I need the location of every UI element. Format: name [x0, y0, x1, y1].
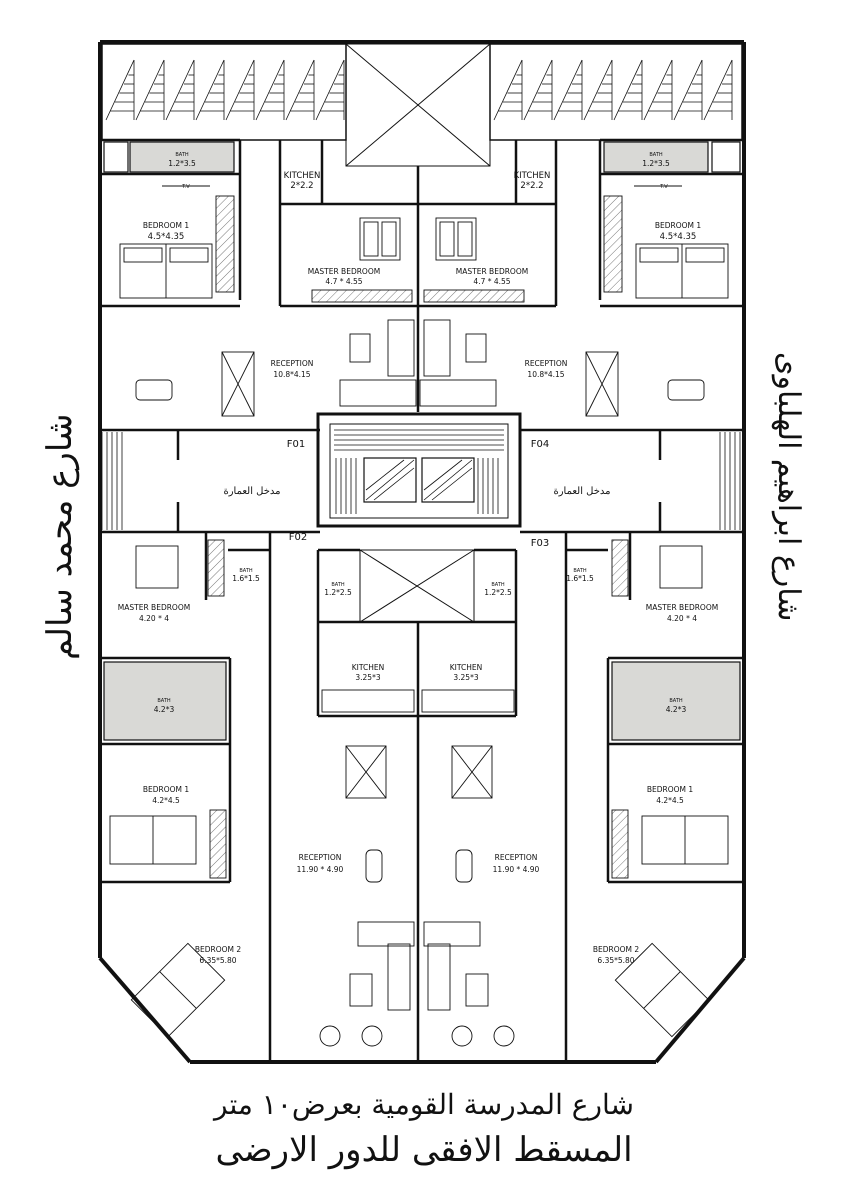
br-bath-large-size: 4.2*3: [666, 705, 687, 714]
bottom-light-well: [359, 549, 475, 623]
br-kitchen-name: KITCHEN: [450, 663, 483, 672]
tr-bath-name: BATH: [649, 152, 663, 158]
br-bath-small-size: 1.6*1.5: [566, 574, 594, 583]
tr-bedroom1-name: BEDROOM 1: [655, 221, 702, 230]
tl-bath-size: 1.2*3.5: [168, 159, 196, 168]
tl-bedroom1-size: 4.5*4.35: [148, 232, 185, 242]
entrance-left-label: مدخل العمارة: [223, 486, 280, 497]
bl-bath-small-size: 1.6*1.5: [232, 574, 260, 583]
lobby-walls: [100, 430, 744, 534]
bl-master-name: MASTER BEDROOM: [118, 603, 190, 612]
tr-bedroom1-size: 4.5*4.35: [660, 232, 697, 242]
tr-master-size: 4.7 * 4.55: [473, 277, 510, 286]
door-f04: F04: [531, 439, 549, 450]
br-bath-k-size: 1.2*2.5: [484, 588, 512, 597]
stair-core: [316, 412, 522, 528]
br-reception-name: RECEPTION: [495, 853, 538, 862]
bl-bedroom1-size: 4.2*4.5: [152, 796, 180, 805]
tr-kitchen-name: KITCHEN: [514, 171, 551, 181]
bl-bedroom1-name: BEDROOM 1: [143, 785, 190, 794]
bl-bedroom2-name: BEDROOM 2: [195, 945, 242, 954]
br-bedroom2-name: BEDROOM 2: [593, 945, 640, 954]
tl-bedroom1-name: BEDROOM 1: [143, 221, 190, 230]
br-bath-k-name: BATH: [491, 582, 505, 588]
tr-bath-size: 1.2*3.5: [642, 159, 670, 168]
bl-reception-name: RECEPTION: [299, 853, 342, 862]
entrance-steps-right: [719, 432, 741, 530]
br-reception-size: 11.90 * 4.90: [493, 865, 540, 874]
br-bath-large-name: BATH: [669, 698, 683, 704]
br-master-name: MASTER BEDROOM: [646, 603, 718, 612]
entrance-right-label: مدخل العمارة: [553, 486, 610, 497]
door-tags: F01 F04 F02 F03: [287, 439, 549, 549]
bl-bath-large-size: 4.2*3: [154, 705, 175, 714]
furniture: [109, 185, 729, 1047]
bl-master-size: 4.20 * 4: [139, 614, 169, 623]
br-bedroom2-size: 6.35*5.80: [597, 956, 634, 965]
br-kitchen-size: 3.25*3: [453, 673, 478, 682]
top-balcony-left: [101, 43, 347, 141]
bath-fills: [103, 141, 741, 741]
interior-walls-top: [100, 138, 744, 432]
street-caption-bottom: شارع المدرسة القومية بعرض١٠ متر: [214, 1088, 634, 1121]
tl-reception-name: RECEPTION: [271, 359, 314, 368]
tr-reception-name: RECEPTION: [525, 359, 568, 368]
plan-title: المسقط الافقى للدور الارضى: [215, 1130, 633, 1170]
bl-kitchen-size: 3.25*3: [355, 673, 380, 682]
room-labels: BATH 1.2*3.5 KITCHEN 2*2.2 BEDROOM 1 4.5…: [118, 152, 718, 965]
door-f03: F03: [531, 538, 549, 549]
br-bath-small-name: BATH: [573, 568, 587, 574]
interior-walls-bottom: [100, 532, 744, 1062]
street-label-right: شارع ابراهيم الهلباوى: [771, 352, 806, 622]
entrance-steps-left: [101, 432, 123, 530]
tl-kitchen-size: 2*2.2: [290, 181, 313, 191]
outer-walls: [98, 40, 746, 1064]
tl-reception-size: 10.8*4.15: [273, 370, 310, 379]
top-balcony-right: [489, 43, 743, 141]
door-f01: F01: [287, 439, 305, 450]
tr-reception-size: 10.8*4.15: [527, 370, 564, 379]
br-master-size: 4.20 * 4: [667, 614, 697, 623]
br-bedroom1-size: 4.2*4.5: [656, 796, 684, 805]
door-f02: F02: [289, 532, 307, 543]
tl-master-size: 4.7 * 4.55: [325, 277, 362, 286]
bl-bedroom2-size: 6.35*5.80: [199, 956, 236, 965]
bl-bath-large-name: BATH: [157, 698, 171, 704]
bl-reception-size: 11.90 * 4.90: [297, 865, 344, 874]
bl-bath-small-name: BATH: [239, 568, 253, 574]
tl-master-name: MASTER BEDROOM: [308, 267, 380, 276]
bl-kitchen-name: KITCHEN: [352, 663, 385, 672]
tl-bath-name: BATH: [175, 152, 189, 158]
br-bedroom1-name: BEDROOM 1: [647, 785, 694, 794]
tr-kitchen-size: 2*2.2: [520, 181, 543, 191]
tr-master-name: MASTER BEDROOM: [456, 267, 528, 276]
bl-bath-k-size: 1.2*2.5: [324, 588, 352, 597]
top-light-well: [345, 43, 491, 167]
tl-tv-tag: T.V: [181, 184, 190, 190]
tr-tv-tag: T.V: [659, 184, 668, 190]
bl-bath-k-name: BATH: [331, 582, 345, 588]
street-label-left: شارع محمد سالم: [40, 413, 80, 660]
tl-kitchen-name: KITCHEN: [284, 171, 321, 181]
